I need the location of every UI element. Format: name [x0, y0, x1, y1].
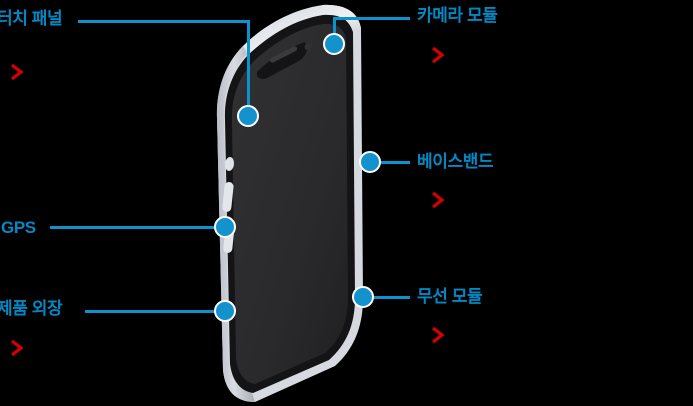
chevron-right-icon-wireless-module[interactable] [430, 325, 446, 345]
chevron-right-icon-camera-module[interactable] [430, 45, 446, 65]
leader-line-wireless-module [368, 296, 410, 299]
callout-node-product-housing[interactable] [214, 300, 236, 322]
callout-label-gps[interactable]: GPS [1, 218, 36, 237]
chevron-right-icon-touch-panel[interactable] [9, 62, 25, 82]
mute-switch [224, 157, 235, 171]
smartphone-illustration [195, 0, 410, 406]
front-camera-icon [304, 43, 312, 51]
chevron-right-icon-product-housing[interactable] [9, 338, 25, 358]
callout-node-gps[interactable] [214, 216, 236, 238]
leader-line-camera-module-vertical [333, 17, 336, 39]
leader-line-touch-panel-horizontal [78, 20, 250, 23]
volume-up-button [222, 182, 234, 212]
callout-label-wireless-module[interactable]: 무선 모듈 [417, 287, 483, 306]
leader-line-gps [50, 226, 225, 229]
earpiece-speaker [269, 46, 298, 63]
leader-line-product-housing [85, 310, 225, 313]
callout-node-touch-panel[interactable] [237, 105, 259, 127]
callout-label-camera-module[interactable]: 카메라 모듈 [417, 6, 498, 25]
callout-label-baseband[interactable]: 베이스밴드 [417, 152, 494, 171]
callout-node-wireless-module[interactable] [352, 286, 374, 308]
callout-label-touch-panel[interactable]: 터치 패널 [0, 9, 63, 28]
leader-line-baseband [375, 161, 410, 164]
phone-body [216, 4, 363, 402]
callout-node-baseband[interactable] [359, 151, 381, 173]
leader-line-camera-module-horizontal [333, 17, 410, 20]
leader-line-touch-panel-vertical [247, 20, 250, 114]
chevron-right-icon-baseband[interactable] [430, 190, 446, 210]
callout-label-product-housing[interactable]: 제품 외장 [0, 299, 63, 318]
callout-node-camera-module[interactable] [323, 33, 345, 55]
